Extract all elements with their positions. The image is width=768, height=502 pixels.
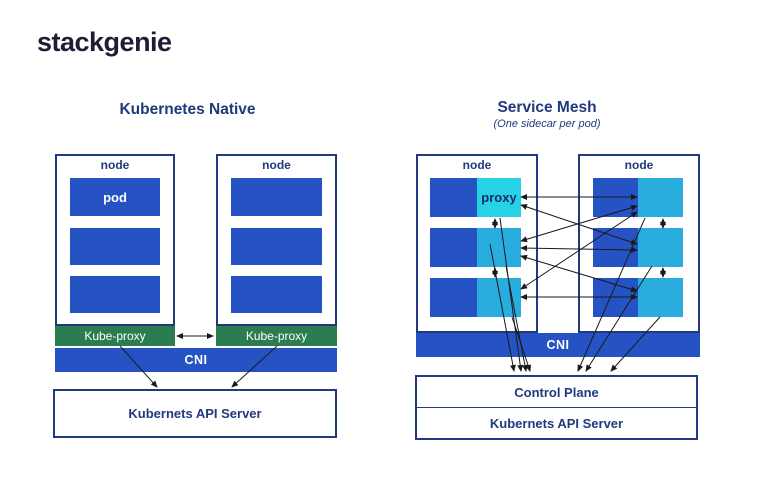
- left-node-1-pod-1: pod: [70, 178, 160, 216]
- right-node-2-label: node: [624, 158, 654, 172]
- left-api-server-box: Kubernets API Server: [53, 389, 337, 438]
- kube-proxy-bar-2: Kube-proxy: [216, 326, 337, 346]
- api-server-label: Kubernets API Server: [128, 406, 262, 421]
- right-api-server-row: Kubernets API Server: [417, 407, 696, 439]
- cni-label: CNI: [546, 338, 570, 352]
- right-column-header: Service Mesh (One sidecar per pod): [407, 99, 687, 130]
- left-node-2-pod-3: [231, 276, 322, 313]
- kube-proxy-label: Kube-proxy: [245, 329, 308, 343]
- right-node-1-label: node: [462, 158, 492, 172]
- right-node-1-proxy-2: [477, 228, 521, 267]
- right-node-2-proxy-1: [638, 178, 683, 217]
- control-plane-label: Control Plane: [514, 384, 599, 400]
- right-cni-bar: CNI: [416, 333, 700, 357]
- right-node-2-pod-2: [593, 228, 638, 267]
- right-node-2-proxy-3: [638, 278, 683, 317]
- api-server-label: Kubernets API Server: [489, 416, 624, 431]
- right-node-1-pod-3: [430, 278, 477, 317]
- cni-label: CNI: [184, 353, 208, 367]
- right-node-2-pod-1: [593, 178, 638, 217]
- left-node-1-pod-2: [70, 228, 160, 265]
- right-column-subtitle: (One sidecar per pod): [493, 118, 601, 130]
- kube-proxy-label: Kube-proxy: [84, 329, 146, 343]
- left-cni-bar: CNI: [55, 348, 337, 372]
- right-column-title: Service Mesh: [497, 99, 597, 116]
- right-node-2-pod-3: [593, 278, 638, 317]
- left-node-2-pod-1: [231, 178, 322, 216]
- left-node-2-label: node: [262, 158, 291, 172]
- right-node-1-pod-1: [430, 178, 477, 217]
- kube-proxy-bar-1: Kube-proxy: [55, 326, 175, 346]
- left-node-2-pod-2: [231, 228, 322, 265]
- control-plane-row: Control Plane: [417, 377, 696, 407]
- right-node-1-proxy-3: [477, 278, 521, 317]
- right-control-stack: Control Plane Kubernets API Server: [415, 375, 698, 440]
- pod-label: pod: [103, 189, 127, 205]
- stackgenie-logo: stackgenie: [37, 27, 172, 57]
- left-node-1-pod-3: [70, 276, 160, 313]
- left-node-1-label: node: [100, 158, 130, 172]
- right-node-1-pod-2: [430, 228, 477, 267]
- right-node-1-proxy-1: proxy: [477, 178, 521, 217]
- proxy-label: proxy: [481, 190, 517, 205]
- right-node-2-proxy-2: [638, 228, 683, 267]
- left-column-title: Kubernetes Native: [119, 101, 256, 118]
